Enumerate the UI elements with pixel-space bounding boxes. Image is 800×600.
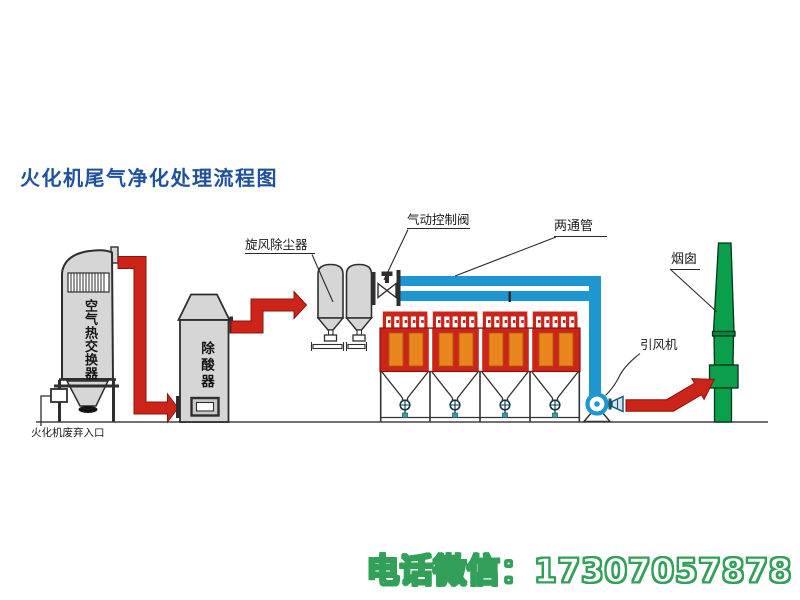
pipe-inlet-flange: [396, 270, 401, 306]
inlet-pipe-line: [40, 395, 51, 426]
leader-draft-fan: [605, 353, 641, 396]
two-way-pipe-upper: [400, 276, 601, 286]
pneumatic-valve-symbol: [377, 270, 401, 306]
leader-cyclone: [311, 254, 334, 303]
hopper-discharge-outlet: [78, 406, 98, 413]
callout-leader-lines: [311, 229, 718, 396]
pneumatic-valve-callout-label: 气动控制阀: [407, 212, 470, 230]
draft-fan-callout-label: 引风机: [640, 337, 678, 352]
cyclone-outlet-flange: [371, 272, 376, 305]
pulse-manifold-3: [482, 311, 528, 328]
pulse-manifold-2: [432, 311, 478, 328]
hopper-rotary-valve-2: [431, 371, 479, 419]
pulse-manifold-4: [532, 311, 578, 328]
two-way-pipe-lower: [400, 291, 601, 301]
inlet-connection-box: [50, 388, 68, 403]
pulse-manifold-1: [382, 311, 428, 328]
leader-pneumatic-valve: [383, 229, 409, 281]
red-duct-fan-to-chimney: [625, 378, 716, 412]
leader-chimney: [669, 268, 718, 313]
two-way-pipe-callout-label: 两通管: [554, 219, 608, 237]
deacidifier-access-door: [190, 396, 220, 417]
heat-exchanger-grille: [67, 272, 110, 293]
red-duct-deacidifier-to-cyclone: [230, 290, 308, 334]
deacidifier-left-flange: [176, 396, 180, 418]
fan-outlet-bar: [608, 398, 612, 410]
leader-two-way-pipe: [454, 236, 557, 277]
baghouse-hopper-frame: [379, 371, 581, 422]
hopper-rotary-valve-1: [381, 371, 429, 419]
fan-outlet-cone: [611, 395, 624, 413]
contact-phone-wechat: 电话微信：17307057878: [366, 550, 793, 591]
chimney-callout-label: 烟囱: [671, 252, 701, 270]
cyclone-discharge-conveyor: [310, 342, 368, 351]
pipe-hanger-tick: [508, 291, 511, 302]
cyclone-collectors: [310, 263, 376, 351]
inlet-callout-label: 火化机废弃入口: [31, 427, 105, 439]
cyclone-callout-label: 旋风除尘器: [245, 237, 315, 255]
deacidifier-vessel: [176, 293, 233, 423]
heat-exchanger-vessel: [40, 246, 119, 426]
baghouse-filter: [379, 311, 581, 422]
heat-exchanger-label: 空气热交换器: [82, 299, 97, 380]
draft-fan-symbol: [582, 392, 624, 423]
downcomer-pipe: [589, 276, 601, 397]
hopper-rotary-valve-3: [481, 371, 529, 419]
cyclone-2: [345, 263, 373, 342]
deacidifier-label: 除酸器: [198, 341, 214, 391]
two-way-pipes: [400, 276, 601, 397]
page-title: 火化机尾气净化处理流程图: [20, 166, 278, 190]
red-duct-exchanger-to-deacidifier: [117, 256, 179, 424]
hopper-rotary-valve-4: [531, 371, 579, 419]
chimney-stack: [708, 242, 739, 423]
